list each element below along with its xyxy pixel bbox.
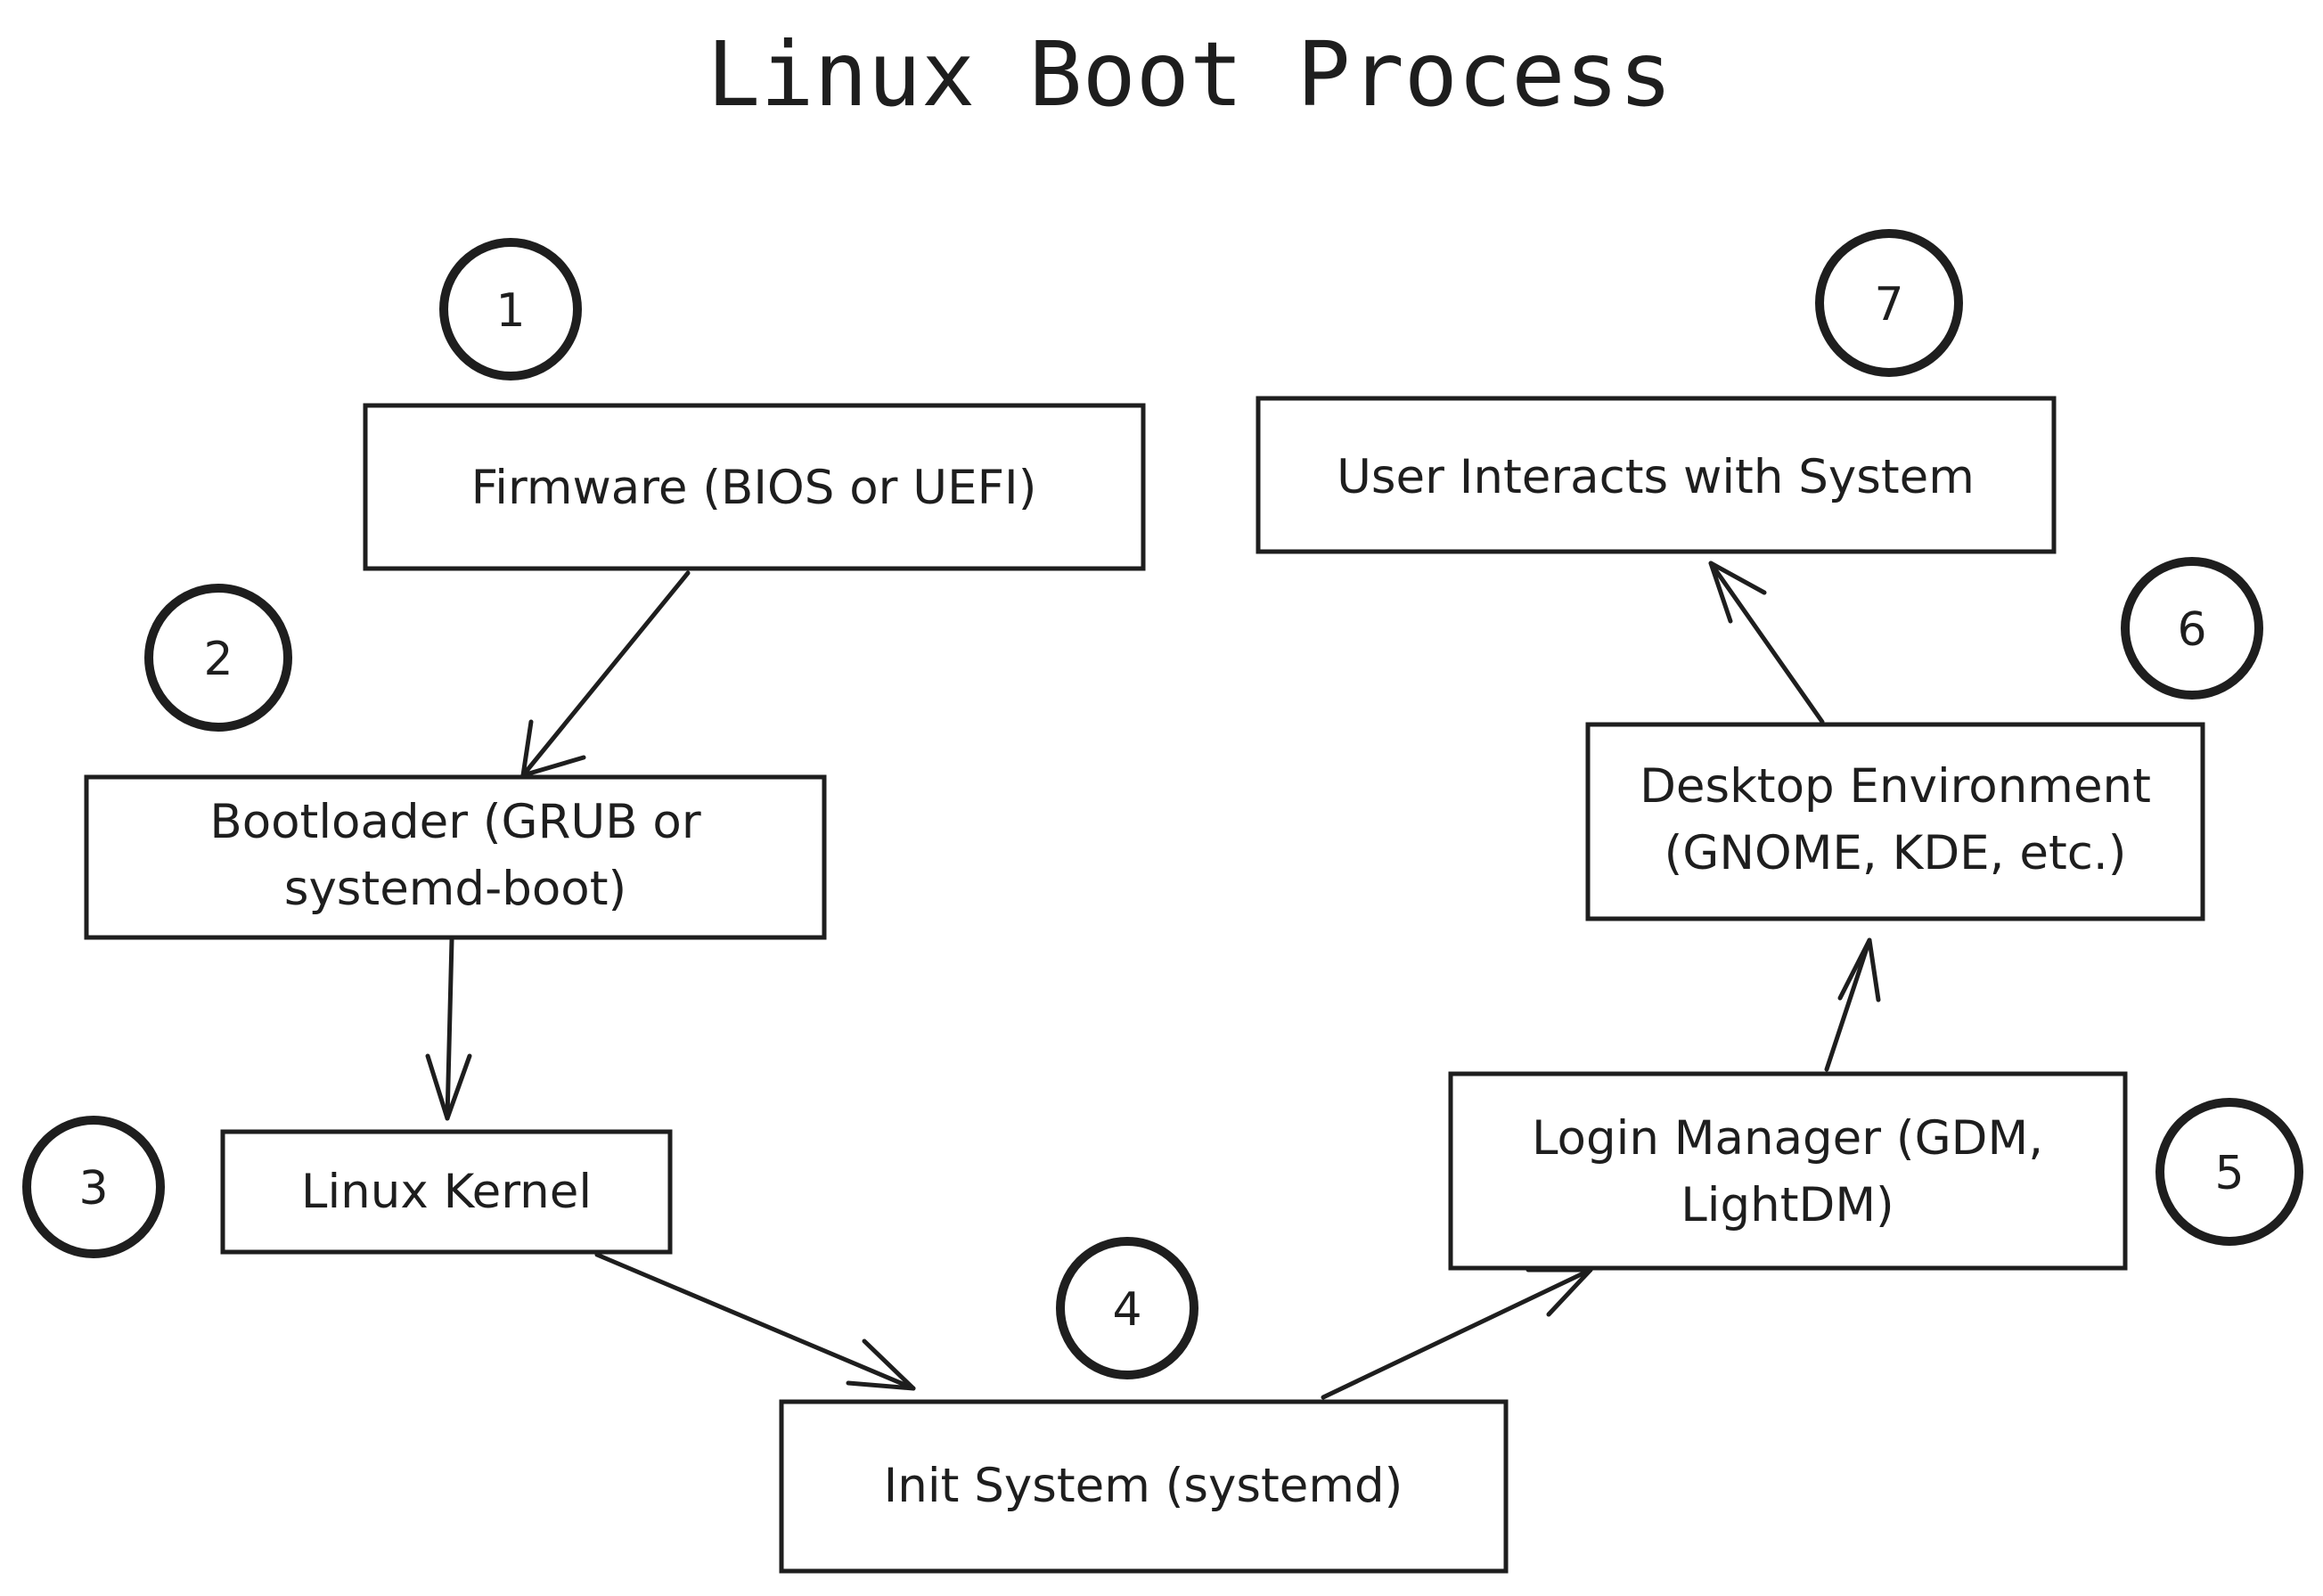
diagram-title: Linux Boot Process (707, 22, 1673, 127)
step-number-3: 3 (78, 1162, 108, 1215)
step-box-6-label-line-2: (GNOME, KDE, etc.) (1665, 826, 2127, 880)
step-box-2-label-line-2: systemd-boot) (284, 862, 626, 916)
step-box-7-label: User Interacts with System (1337, 450, 1975, 504)
step-number-6: 6 (2177, 603, 2206, 657)
step-number-badge-6: 6 (2121, 557, 2263, 700)
step-number-badge-2: 2 (144, 584, 292, 732)
step-box-6-label-line-1: Desktop Environment (1640, 759, 2151, 814)
step-box-1-label: Firmware (BIOS or UEFI) (471, 461, 1037, 515)
connector-3-4 (594, 1252, 916, 1391)
step-box-2-label-line-1: Bootloader (GRUB or (209, 795, 701, 849)
step-box-1: Firmware (BIOS or UEFI) (363, 403, 1146, 571)
connector-5-6 (1824, 937, 1881, 1072)
connector-4-5 (1321, 1267, 1593, 1400)
step-number-badge-4: 4 (1056, 1237, 1198, 1379)
step-box-3-label: Linux Kernel (301, 1165, 592, 1219)
step-number-2: 2 (203, 633, 233, 686)
connector-1-2 (520, 570, 691, 778)
step-number-badge-7: 7 (1815, 229, 1963, 377)
step-box-5: Login Manager (GDM, LightDM) (1448, 1071, 2128, 1271)
step-number-4: 4 (1112, 1283, 1141, 1337)
step-box-4-label: Init System (systemd) (884, 1459, 1403, 1513)
step-box-4: Init System (systemd) (779, 1399, 1509, 1574)
step-number-badge-1: 1 (439, 238, 582, 381)
step-number-1: 1 (495, 284, 525, 338)
step-box-5-label-line-2: LightDM) (1681, 1178, 1894, 1232)
step-number-badge-5: 5 (2155, 1098, 2303, 1246)
step-box-3: Linux Kernel (220, 1129, 673, 1255)
step-number-badge-3: 3 (22, 1116, 165, 1258)
step-number-7: 7 (1874, 278, 1903, 331)
step-box-7: User Interacts with System (1256, 396, 2057, 554)
step-number-5: 5 (2214, 1147, 2244, 1200)
step-box-2: Bootloader (GRUB or systemd-boot) (84, 774, 827, 940)
connector-2-3 (425, 937, 472, 1121)
connector-6-7 (1708, 561, 1825, 724)
step-box-6: Desktop Environment (GNOME, KDE, etc.) (1585, 722, 2205, 921)
step-box-5-label-line-1: Login Manager (GDM, (1532, 1111, 2043, 1166)
